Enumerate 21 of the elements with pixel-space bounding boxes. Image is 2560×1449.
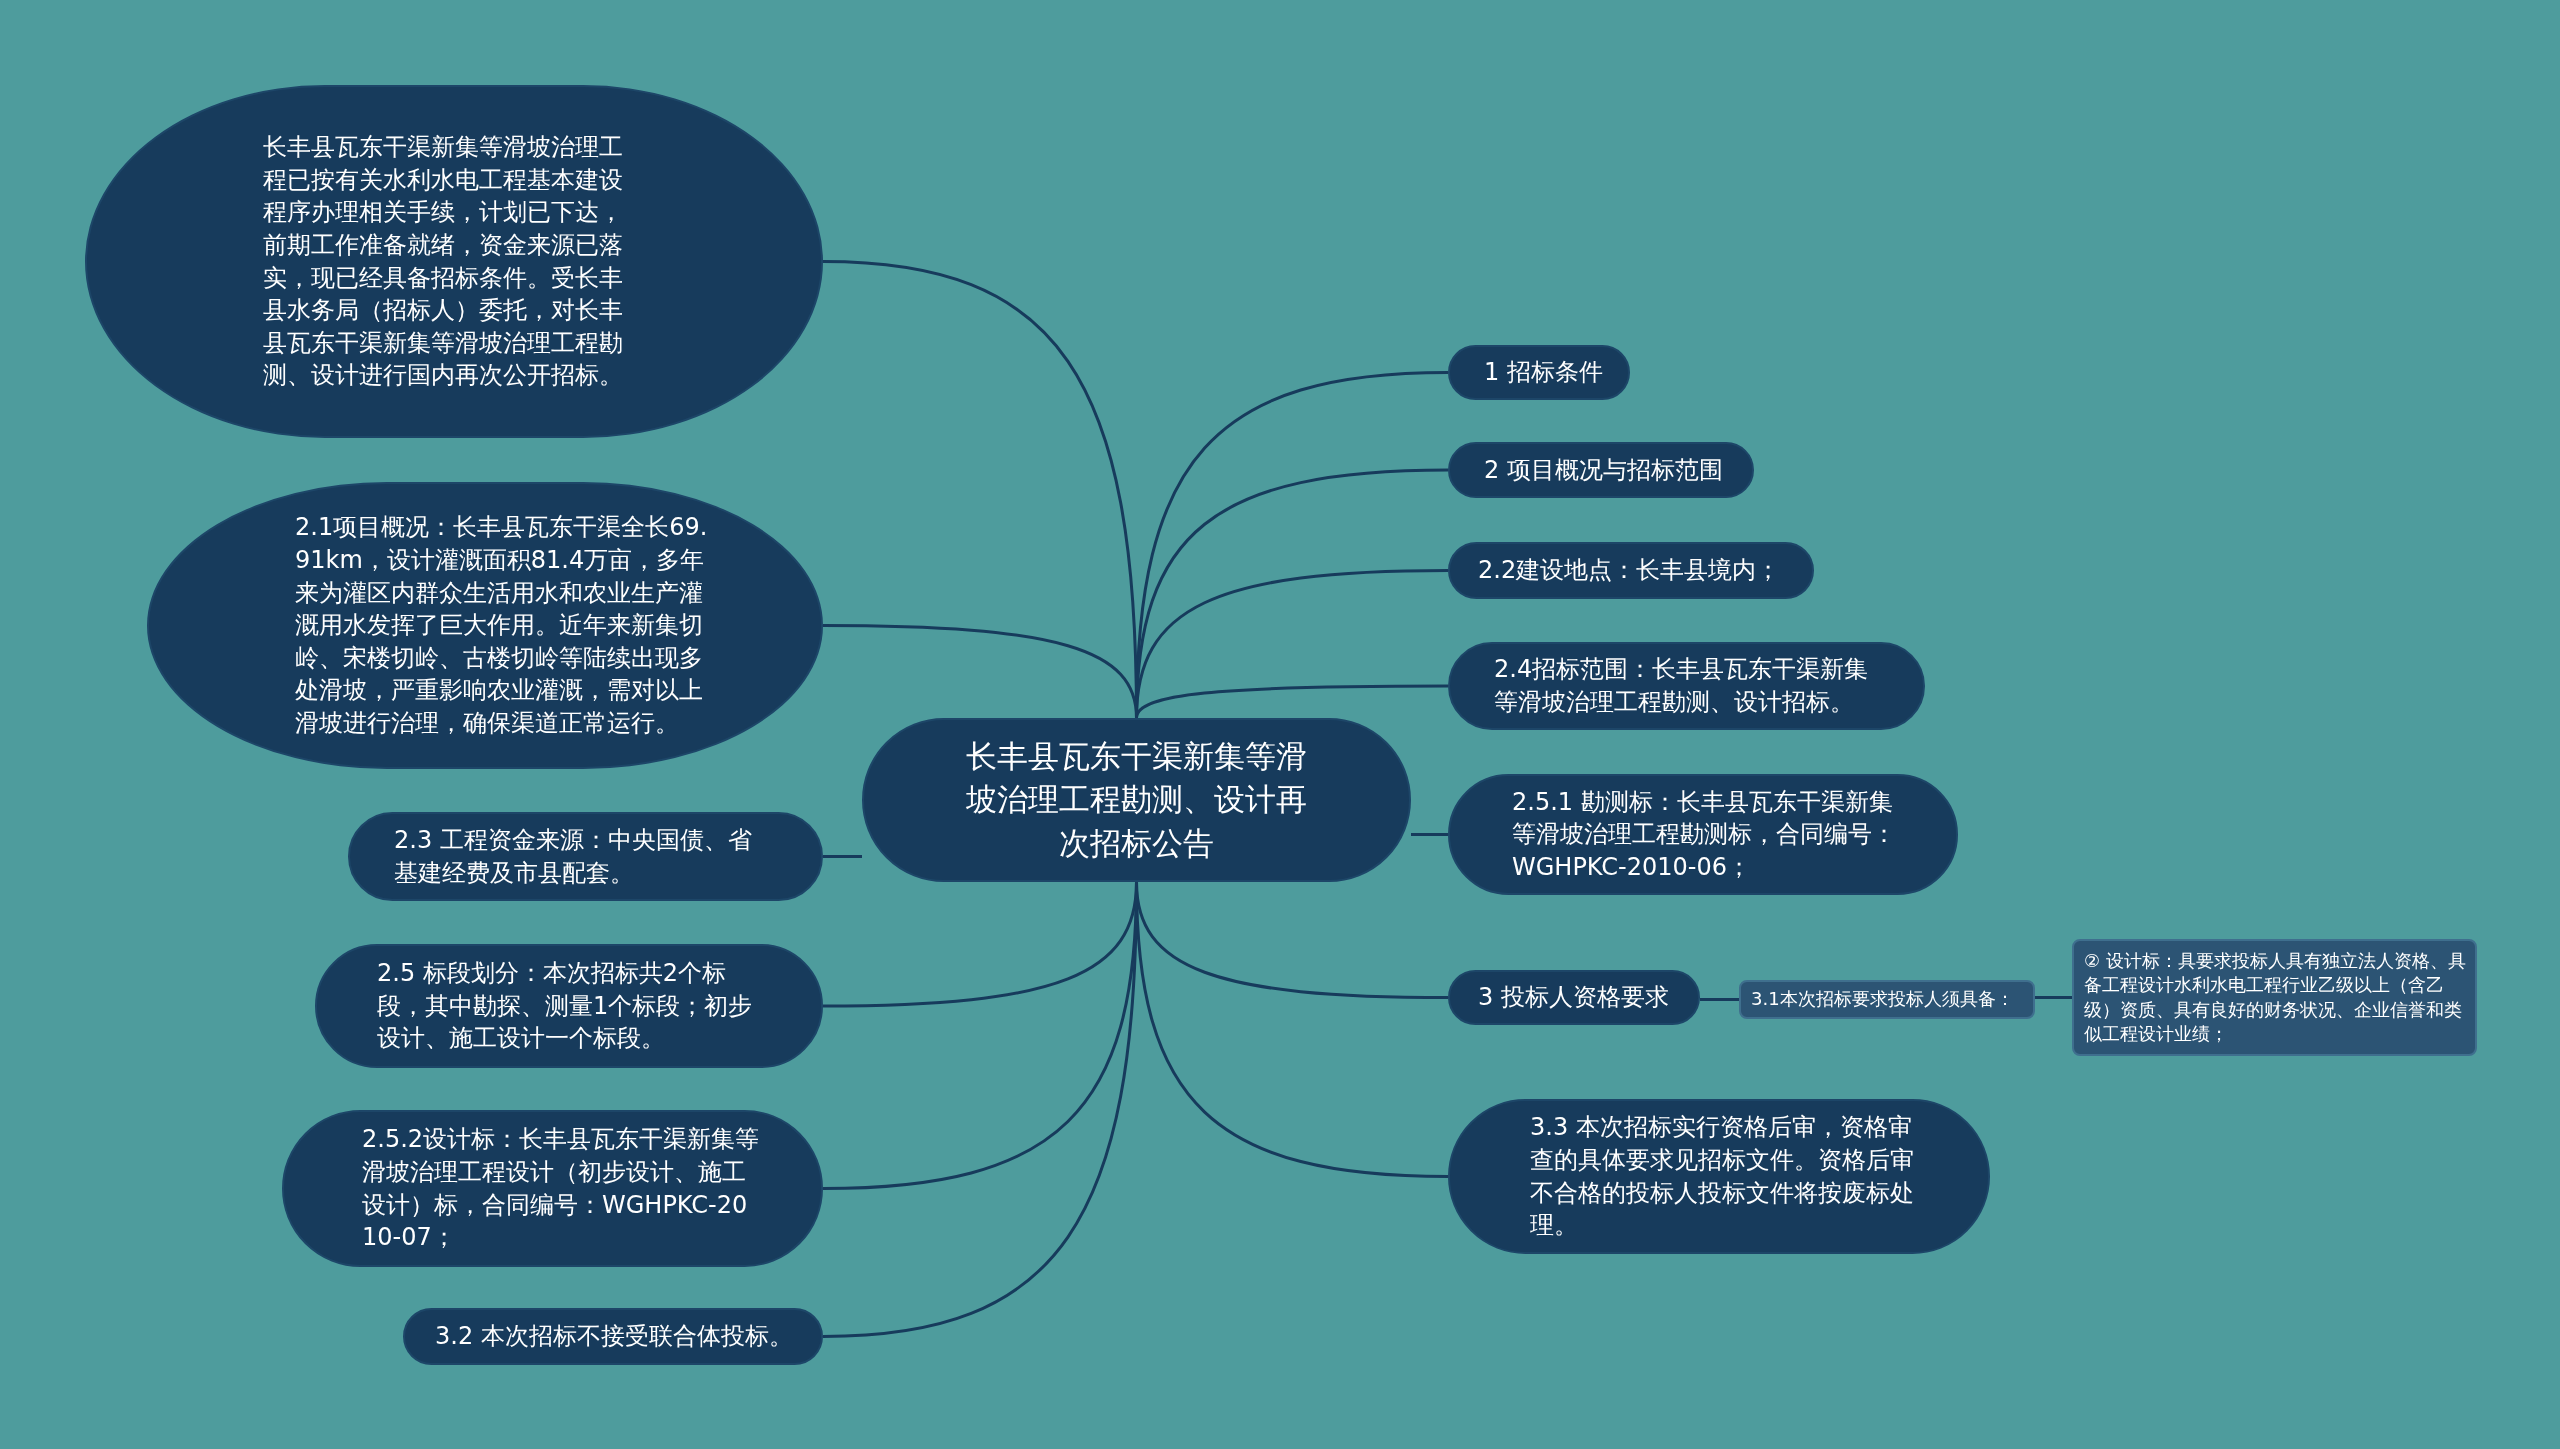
subtopic-box: ② 设计标：具要求投标人具有独立法人资格、具备工程设计水利水电工程行业乙级以上（含乙级）资质、具有良好的财务状况、企业信誉和类似工程设计业绩； <box>2072 939 2477 1056</box>
topic-bubble: 2.1项目概况：长丰县瓦东干渠全长69.91km，设计灌溉面积81.4万亩，多年来为灌区内群众生活用水和农业生产灌溉用水发挥了巨大作用。近年来新集切岭、宋楼切岭、古楼切岭等陆续出现多处滑坡，严重影响农业灌溉，需对以上滑坡进行治理，确保渠道正常运行。 <box>147 482 823 769</box>
subtopic-box: 3.1本次招标要求投标人须具备： <box>1739 980 2035 1019</box>
topic-bubble: 2.5 标段划分：本次招标共2个标段，其中勘探、测量1个标段；初步设计、施工设计一个标段。 <box>315 944 823 1068</box>
connector-line <box>823 624 1138 719</box>
topic-bubble: 3 投标人资格要求 <box>1448 970 1700 1025</box>
topic-bubble: 2.5.1 勘测标：长丰县瓦东干渠新集等滑坡治理工程勘测标，合同编号：WGHPKC-2010-06； <box>1448 774 1958 895</box>
topic-bubble: 2 项目概况与招标范围 <box>1448 442 1754 498</box>
topic-bubble: 2.4招标范围：长丰县瓦东干渠新集等滑坡治理工程勘测、设计招标。 <box>1448 642 1925 730</box>
topic-bubble: 2.5.2设计标：长丰县瓦东干渠新集等滑坡治理工程设计（初步设计、施工设计）标，合同编号：WGHPKC-2010-07； <box>282 1110 823 1267</box>
connector-line <box>823 855 862 858</box>
connector-line <box>2035 996 2072 999</box>
connector-line <box>1411 833 1448 836</box>
connector-line <box>1700 998 1739 1001</box>
topic-bubble: 1 招标条件 <box>1448 345 1630 400</box>
topic-bubble: 3.2 本次招标不接受联合体投标。 <box>403 1308 823 1365</box>
topic-bubble: 2.2建设地点：长丰县境内； <box>1448 542 1814 599</box>
topic-bubble: 长丰县瓦东干渠新集等滑坡治理工程已按有关水利水电工程基本建设程序办理相关手续，计划已下达，前期工作准备就绪，资金来源已落实，现已经具备招标条件。受长丰县水务局（招标人）委托，对长丰县瓦东干渠新集等滑坡治理工程勘测、设计进行国内再次公开招标。 <box>85 85 823 438</box>
topic-bubble: 2.3 工程资金来源：中央国债、省基建经费及市县配套。 <box>348 812 823 901</box>
topic-bubble: 3.3 本次招标实行资格后审，资格审查的具体要求见招标文件。资格后审不合格的投标人投标文件将按废标处理。 <box>1448 1099 1990 1254</box>
central-topic: 长丰县瓦东干渠新集等滑坡治理工程勘测、设计再次招标公告 <box>862 718 1411 882</box>
